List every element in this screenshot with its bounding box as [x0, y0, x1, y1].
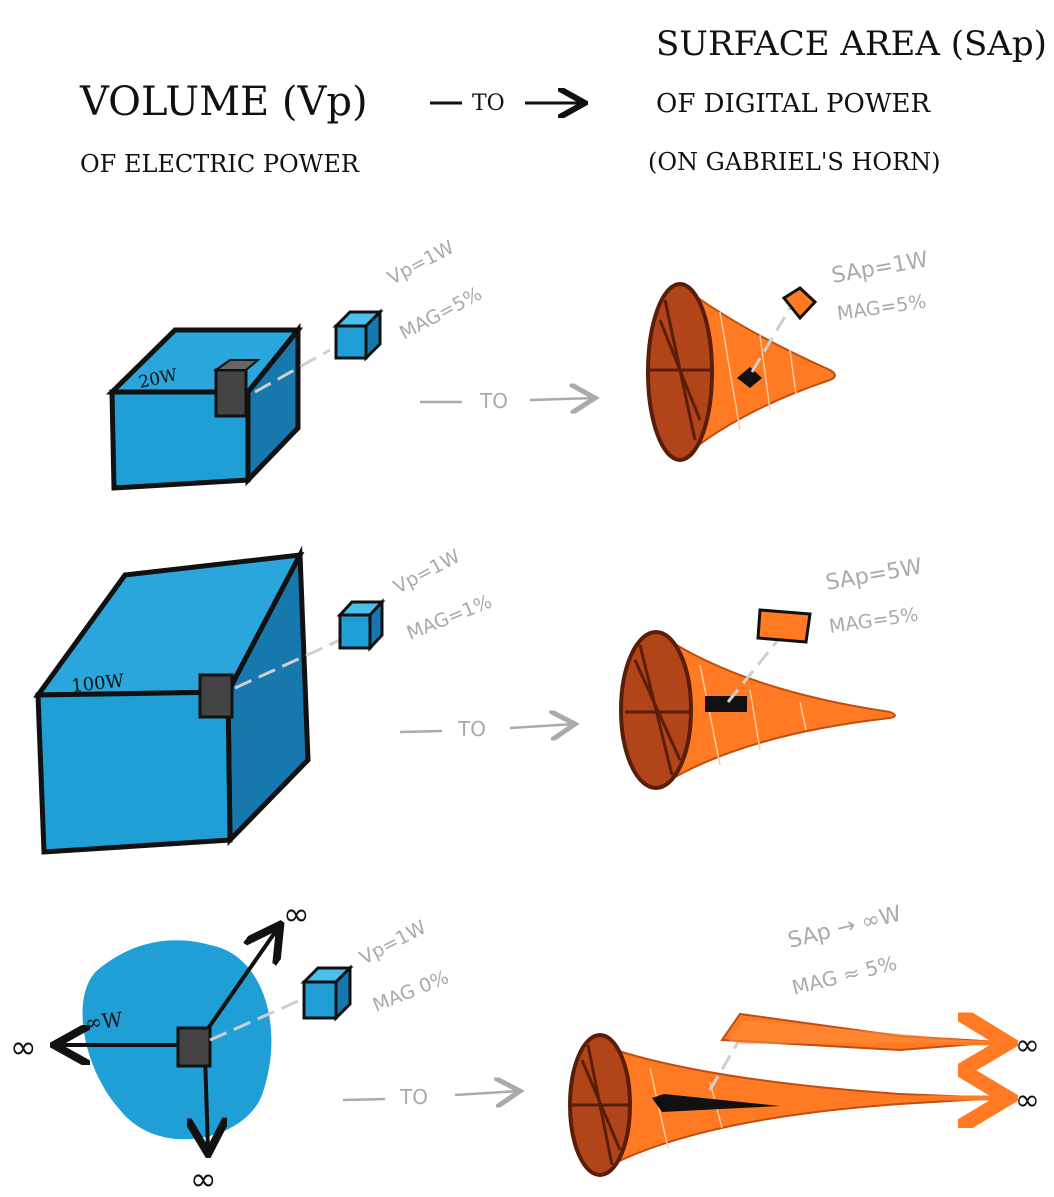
- row1-to-arrow: [530, 398, 595, 400]
- row2-vp-mag: MAG=1%: [404, 591, 496, 645]
- row3-gabriels-horn: [570, 1035, 1003, 1175]
- header-digital-power: OF DIGITAL POWER: [656, 89, 932, 119]
- row3-infinity-up: ∞: [283, 895, 310, 933]
- row3-unit-cube: [304, 968, 350, 1018]
- row1-cube-20w: [112, 330, 298, 488]
- header-volume-title: VOLUME (Vp): [79, 79, 368, 125]
- row1-to-label: TO: [479, 389, 508, 413]
- row2-surface-patch: [758, 610, 810, 642]
- row3-infinity-strip: ∞: [1015, 1028, 1040, 1063]
- header-gabriels-horn: (ON GABRIEL'S HORN): [648, 148, 941, 176]
- header-electric-power: OF ELECTRIC POWER: [80, 150, 360, 178]
- row3-infinity-left: ∞: [10, 1028, 37, 1066]
- row2-to-tail: [400, 731, 442, 732]
- row3-surface-strip: [722, 1014, 1003, 1050]
- header-arrow-label: TO: [472, 91, 505, 116]
- row3-infinity-horn: ∞: [1015, 1083, 1040, 1118]
- row1-sa-mag: MAG=5%: [836, 291, 928, 325]
- row2-unit-cube: [340, 602, 382, 648]
- row3-infinity-down: ∞: [190, 1160, 217, 1197]
- row3-sa-label: SAp → ∞W: [785, 901, 904, 953]
- row2-to-label: TO: [457, 717, 486, 741]
- row2-gabriels-horn: [621, 632, 895, 788]
- row2-vp-label: Vp=1W: [390, 545, 464, 598]
- row1-vp-mag: MAG=5%: [396, 283, 486, 345]
- row2-sa-label: SAp=5W: [824, 554, 925, 596]
- row1-vp-label: Vp=1W: [384, 236, 458, 289]
- row3-to-tail: [343, 1099, 385, 1100]
- row3-sa-mag: MAG ≈ 5%: [789, 951, 899, 1000]
- row3-to-arrow: [455, 1091, 520, 1095]
- row3-vp-label: Vp=1W: [356, 916, 430, 969]
- row3-vp-mag: MAG 0%: [370, 966, 452, 1016]
- row3-cube-label: ∞W: [84, 1007, 124, 1035]
- row1-sa-label: SAp=1W: [830, 247, 931, 289]
- row3-unit-cell: [178, 1028, 210, 1066]
- row1-unit-cube: [336, 312, 380, 358]
- row1-surface-patch: [784, 288, 815, 318]
- row2-cube-100w: [38, 555, 308, 852]
- row2-sa-mag: MAG=5%: [828, 604, 920, 638]
- row3-to-label: TO: [399, 1085, 428, 1109]
- row2-to-arrow: [510, 724, 575, 728]
- header-surface-area-title: SURFACE AREA (SAp): [656, 24, 1047, 64]
